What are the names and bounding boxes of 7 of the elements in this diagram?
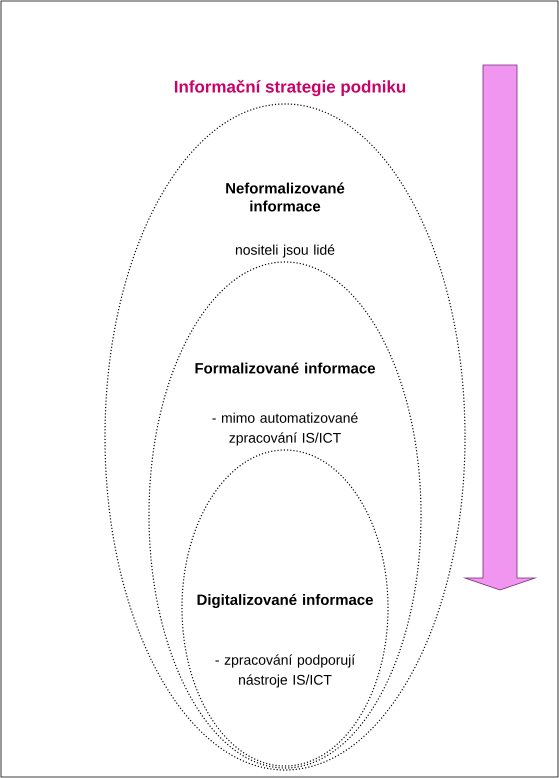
title: Informační strategie podniku [174, 80, 406, 96]
description: - zpracování podporují nástroje IS/ICT [215, 654, 356, 688]
heading: Formalizované informace [195, 362, 375, 374]
heading: Neformalizované informace [226, 182, 344, 212]
description: - mimo automatizované zpracování IS/ICT [212, 412, 358, 446]
description: nositeli jsou lidé [236, 244, 334, 258]
heading: Digitalizované informace [198, 594, 373, 608]
